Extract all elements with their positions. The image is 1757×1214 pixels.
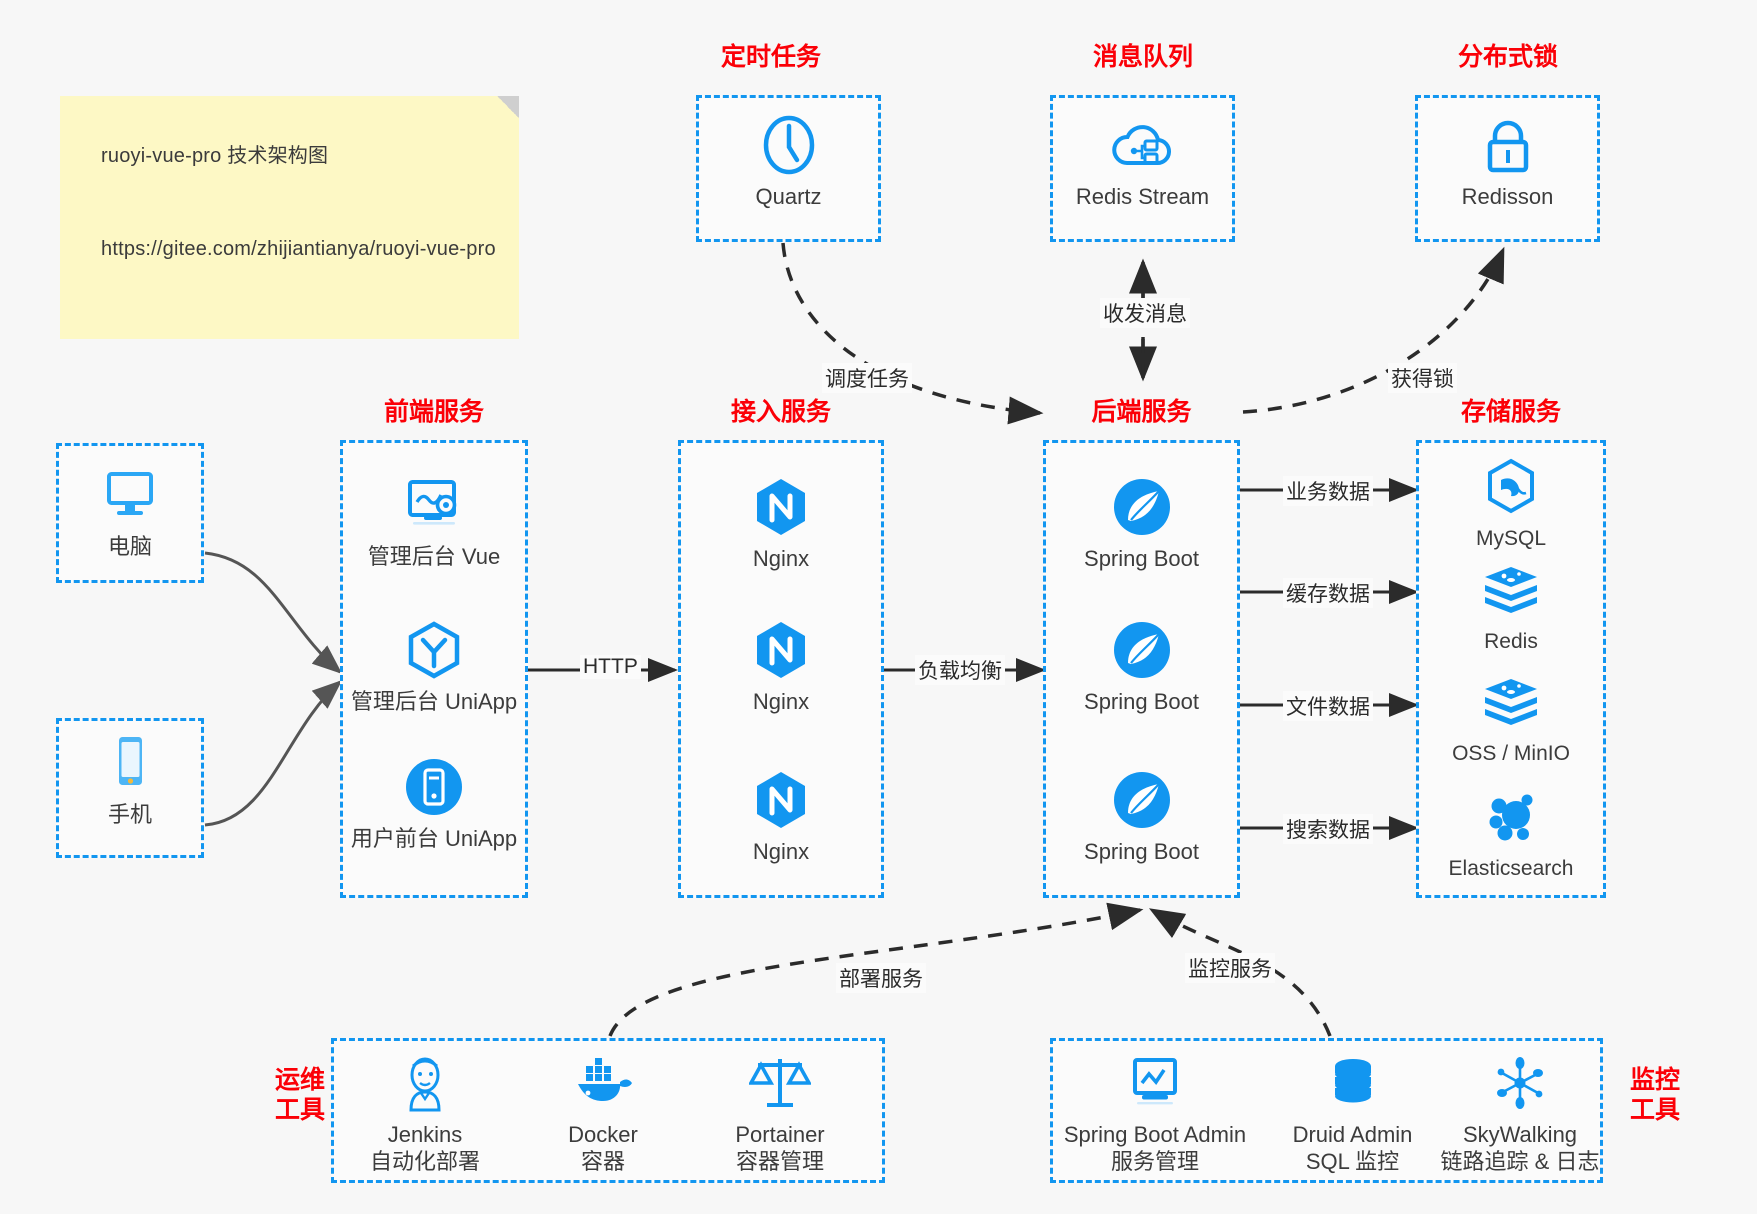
node-spring-boot-admin[interactable]: Spring Boot Admin 服务管理 [1055,1048,1255,1176]
node-druid-admin[interactable]: Druid Admin SQL 监控 [1265,1048,1440,1176]
node-redis-stream[interactable]: Redis Stream [1050,110,1235,211]
nginx-icon [678,472,884,542]
spring-leaf-icon [1043,472,1240,542]
docker-whale-icon [518,1048,688,1118]
node-redisson[interactable]: Redisson [1415,110,1600,211]
node-label: Elasticsearch [1448,857,1574,880]
group-title-monitor: 监控 工具 [1629,1066,1680,1124]
node-admin-vue[interactable]: 管理后台 Vue [340,470,528,571]
note-fold-corner [497,96,519,118]
node-elasticsearch[interactable]: Elasticsearch [1416,782,1606,882]
node-nginx-1[interactable]: Nginx [678,472,884,573]
node-label: 电脑 [107,534,152,559]
diagram-note: ruoyi-vue-pro 技术架构图 https://gitee.com/zh… [60,96,519,339]
node-docker[interactable]: Docker 容器 [518,1048,688,1176]
spring-leaf-icon [1043,765,1240,835]
node-skywalking[interactable]: SkyWalking 链路追踪 & 日志 [1435,1048,1605,1176]
lock-icon [1415,110,1600,180]
node-spring-boot-3[interactable]: Spring Boot [1043,765,1240,866]
node-mobile[interactable]: 手机 [56,728,204,829]
node-label: Redis [1484,630,1538,653]
edge-label-monitor-service: 监控服务 [1185,953,1275,983]
node-label: Nginx [752,839,810,864]
jenkins-butler-icon [340,1048,510,1118]
node-label: OSS / MinIO [1452,742,1570,765]
elasticsearch-icon [1416,782,1606,852]
scales-icon [690,1048,870,1118]
node-spring-boot-2[interactable]: Spring Boot [1043,615,1240,716]
database-icon [1265,1048,1440,1118]
node-mysql[interactable]: MySQL [1416,452,1606,552]
group-title-devops: 运维 工具 [274,1066,325,1124]
node-label: Spring Boot Admin 服务管理 [1063,1122,1247,1174]
edge-label-load-balance: 负载均衡 [915,655,1005,685]
node-label: Redisson [1461,184,1554,209]
skywalking-icon [1435,1048,1605,1118]
group-title-gateway: 接入服务 [730,398,831,426]
node-label: Nginx [752,689,810,714]
node-spring-boot-1[interactable]: Spring Boot [1043,472,1240,573]
node-label: MySQL [1475,527,1546,550]
node-label: 管理后台 UniApp [350,689,518,714]
nginx-icon [678,615,884,685]
group-box-monitor [1050,1038,1603,1183]
note-line-2: https://gitee.com/zhijiantianya/ruoyi-vu… [101,238,496,260]
node-nginx-3[interactable]: Nginx [678,765,884,866]
node-label: Redis Stream [1075,184,1210,209]
node-label: Nginx [752,546,810,571]
group-title-mq: 消息队列 [1092,43,1193,71]
group-title-frontend: 前端服务 [383,398,484,426]
node-label: Druid Admin SQL 监控 [1292,1122,1413,1174]
note-line-1: ruoyi-vue-pro 技术架构图 [101,145,329,167]
node-desktop[interactable]: 电脑 [56,460,204,561]
node-label: Jenkins 自动化部署 [369,1122,480,1174]
node-label: 用户前台 UniApp [350,826,518,851]
node-label: Docker 容器 [568,1122,638,1174]
group-box-mq [1050,95,1235,242]
mobile-icon [56,728,204,798]
edge-label-schedule-task: 调度任务 [822,363,912,393]
edge-label-deploy-service: 部署服务 [836,963,926,993]
node-label: SkyWalking 链路追踪 & 日志 [1440,1122,1600,1174]
node-portainer[interactable]: Portainer 容器管理 [690,1048,870,1176]
edge-label-file-data: 文件数据 [1283,691,1373,721]
node-nginx-2[interactable]: Nginx [678,615,884,716]
group-title-scheduler: 定时任务 [720,43,821,71]
node-label: Spring Boot [1084,839,1199,864]
edge-label-business-data: 业务数据 [1283,476,1373,506]
dashboard-gear-icon [340,470,528,540]
group-title-lock: 分布式锁 [1457,43,1558,71]
node-label: 手机 [107,802,152,827]
monitor-chart-icon [1055,1048,1255,1118]
edge-label-send-receive-message: 收发消息 [1100,298,1190,328]
clock-icon [696,110,881,180]
node-user-uniapp[interactable]: 用户前台 UniApp [340,752,528,853]
node-label: Spring Boot [1084,689,1199,714]
group-title-backend: 后端服务 [1091,398,1192,426]
node-label: Quartz [755,184,822,209]
redis-stack-icon [1416,667,1606,737]
desktop-icon [56,460,204,530]
spring-leaf-icon [1043,615,1240,685]
nginx-icon [678,765,884,835]
edge-label-cache-data: 缓存数据 [1283,578,1373,608]
edge-label-http: HTTP [580,655,641,679]
node-admin-uniapp[interactable]: 管理后台 UniApp [340,615,528,716]
node-redis[interactable]: Redis [1416,555,1606,655]
cloud-stream-icon [1050,110,1235,180]
node-label: Portainer 容器管理 [735,1122,825,1174]
edge-label-acquire-lock: 获得锁 [1388,363,1457,393]
node-oss-minio[interactable]: OSS / MinIO [1416,667,1606,767]
redis-stack-icon [1416,555,1606,625]
mysql-dolphin-icon [1416,452,1606,522]
node-label: Spring Boot [1084,546,1199,571]
group-title-storage: 存储服务 [1460,398,1561,426]
edge-label-search-data: 搜索数据 [1283,814,1373,844]
phone-circle-icon [340,752,528,822]
node-label: 管理后台 Vue [367,544,501,569]
node-jenkins[interactable]: Jenkins 自动化部署 [340,1048,510,1176]
hexagon-y-icon [340,615,528,685]
node-quartz[interactable]: Quartz [696,110,881,211]
